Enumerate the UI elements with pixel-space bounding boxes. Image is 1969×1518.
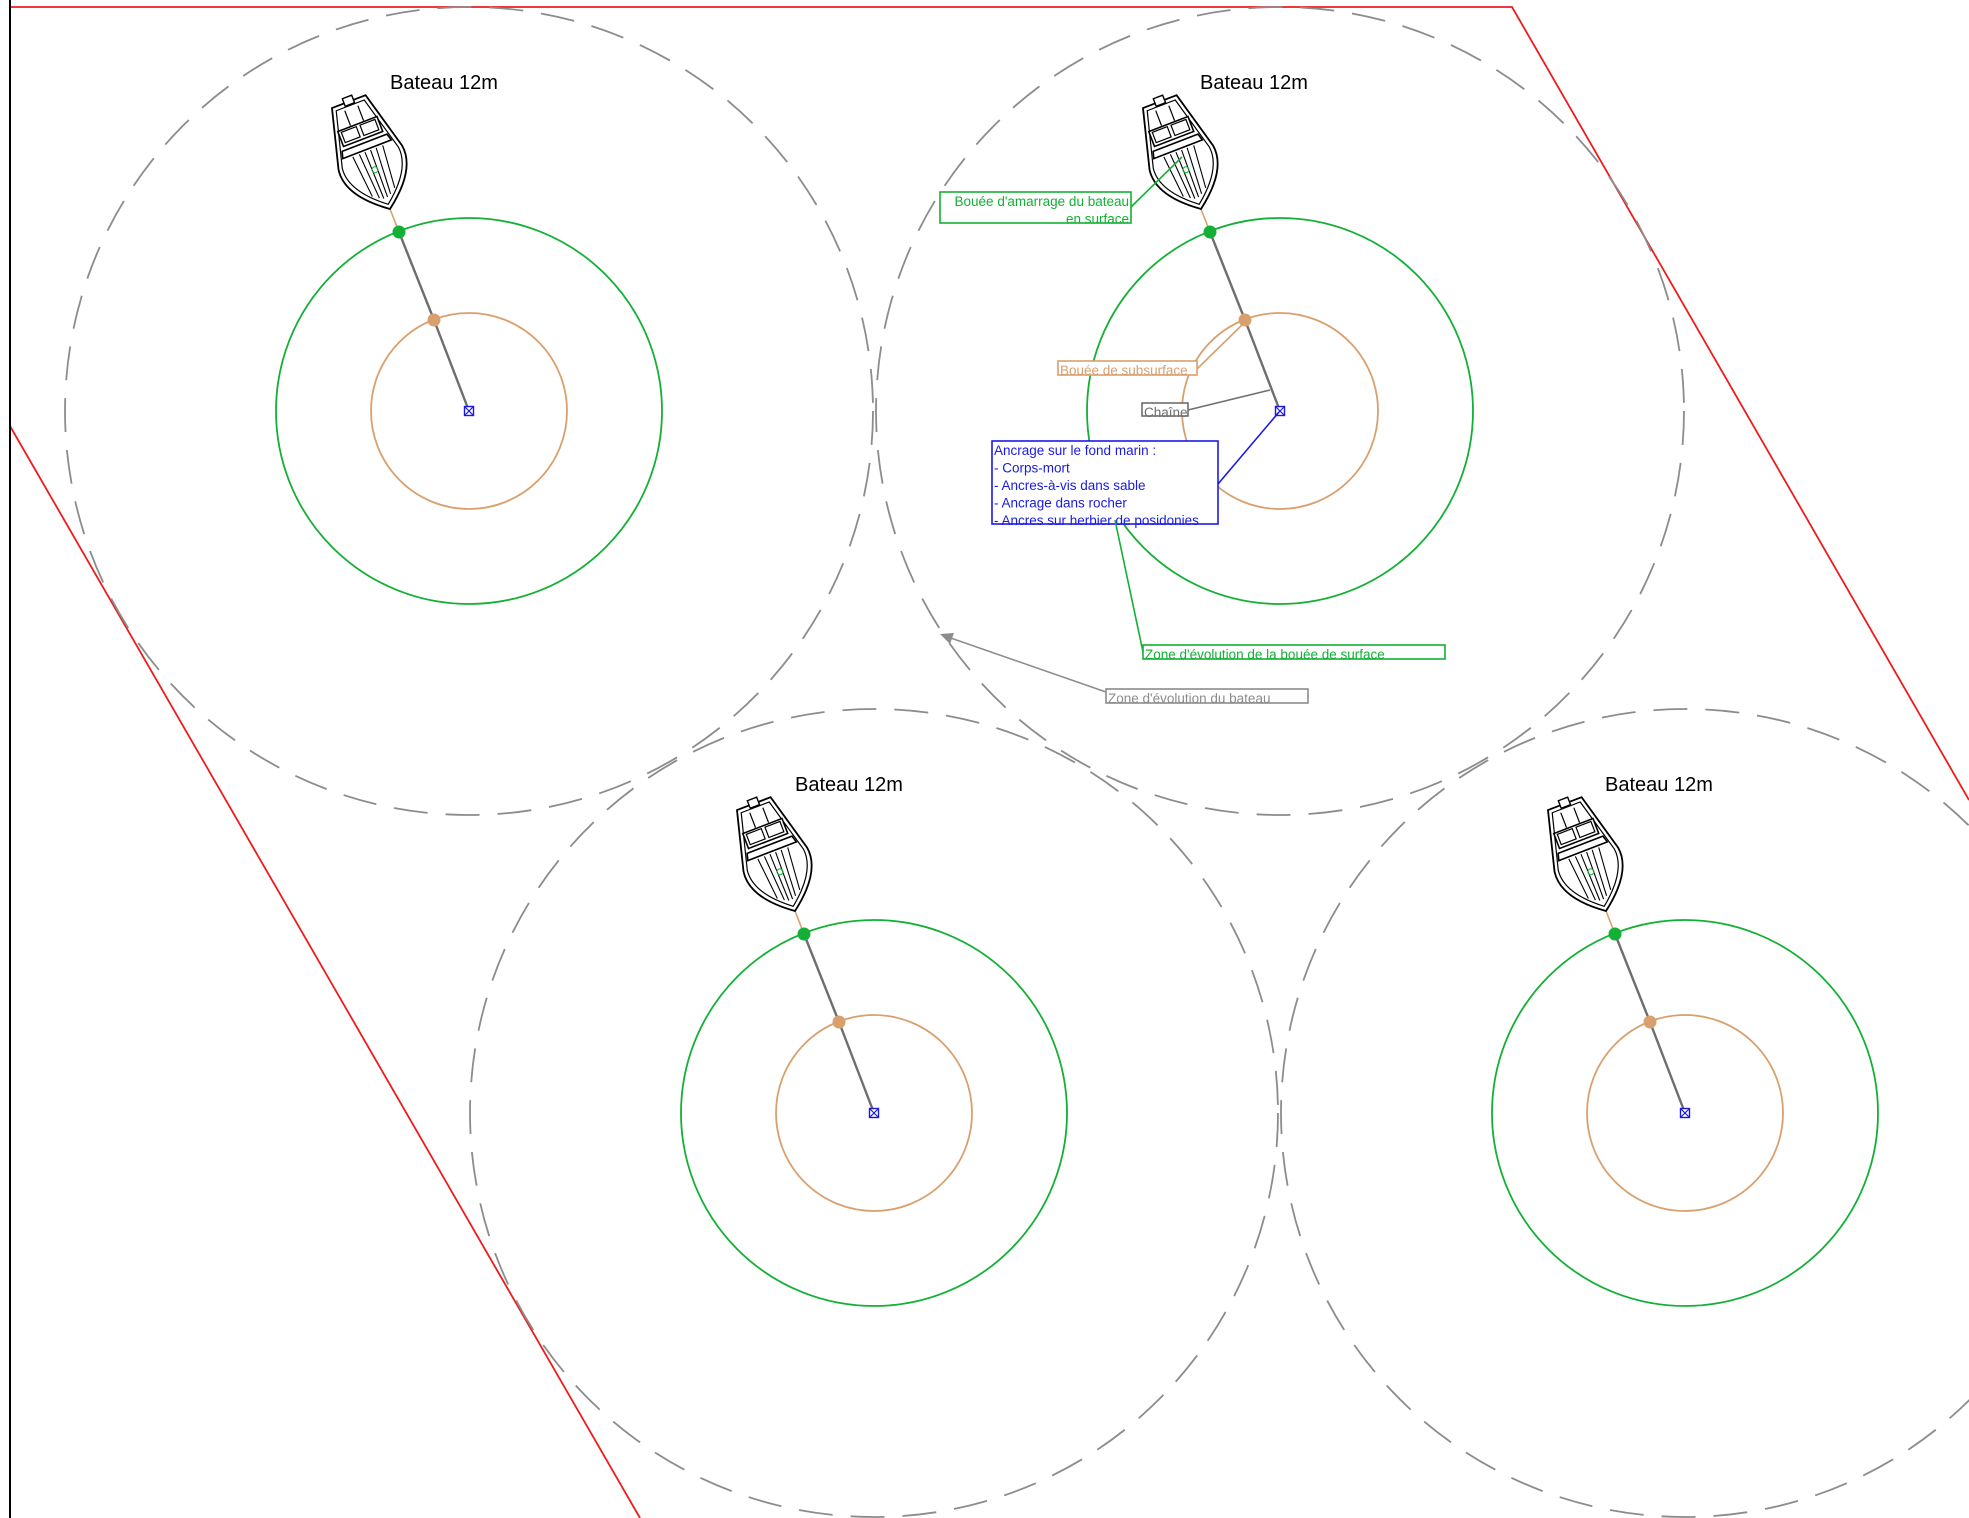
subsurface-buoy-icon — [832, 1015, 846, 1029]
chain-line — [432, 319, 471, 412]
anchoring-callout-text: - Ancres sur herbier de posidonies — [994, 513, 1199, 528]
surface-buoy-icon — [392, 225, 406, 239]
surface-zone-callout: Zone d'évolution de la bouée de surface — [1114, 519, 1446, 662]
chain-line — [1648, 1021, 1687, 1114]
anchoring-callout-text: - Ancres-à-vis dans sable — [994, 478, 1146, 493]
lease-boundary-line — [9, 425, 641, 1518]
anchoring-callout-text: Ancrage sur le fond marin : — [994, 443, 1156, 458]
surface-buoy-icon — [1203, 225, 1217, 239]
surface-buoy-callout-text: en surface — [1066, 212, 1129, 227]
surface-zone-callout-box — [1142, 644, 1446, 660]
chain-line — [1208, 231, 1247, 321]
anchoring-callout-text: - Corps-mort — [994, 461, 1070, 476]
subsurface-buoy-icon — [1238, 313, 1252, 327]
lease-boundary-line — [10, 6, 1969, 801]
anchoring-callout-leader — [1217, 411, 1280, 485]
chain-line — [802, 933, 841, 1023]
chain-callout-leader — [1187, 389, 1271, 411]
anchor-icon-cross — [869, 1108, 879, 1118]
boat-label: Bateau 12m — [795, 774, 903, 796]
boat-zone-callout-leader — [944, 635, 1107, 693]
boat-icon — [313, 83, 423, 223]
boat-label: Bateau 12m — [390, 72, 498, 94]
boat-zone-callout-box — [1105, 688, 1309, 704]
surface-buoy-callout-box — [939, 191, 1132, 224]
surface-buoy-callout: Bouée d'amarrage du bateau en surface — [939, 156, 1183, 227]
surface-buoy-icon — [1608, 927, 1622, 941]
boat-icon — [1529, 785, 1639, 925]
subsurface-buoy-zone-circle — [370, 312, 568, 510]
subsurface-buoy-callout: Bouée de subsurface — [1057, 321, 1246, 378]
boat-icon — [718, 785, 828, 925]
surface-buoy-zone-circle — [1086, 217, 1474, 605]
chain-line — [837, 1021, 876, 1114]
mooring-unit — [1280, 708, 1969, 1518]
subsurface-buoy-zone-circle — [775, 1014, 973, 1212]
subsurface-buoy-callout-text: Bouée de subsurface — [1060, 363, 1188, 378]
surface-zone-callout-text: Zone d'évolution de la bouée de surface — [1145, 647, 1385, 662]
boat-swing-zone-circle — [469, 708, 1279, 1518]
boat-zone-callout-arrowhead — [940, 633, 954, 644]
anchor-icon-cross — [464, 406, 474, 416]
subsurface-buoy-callout-box — [1057, 360, 1198, 376]
mooring-unit — [469, 708, 1279, 1518]
mooring-unit — [64, 6, 874, 816]
boat-swing-zone-circle — [1280, 708, 1969, 1518]
anchor-icon — [868, 1107, 880, 1119]
subsurface-buoy-callout-leader — [1196, 321, 1246, 370]
boat-label: Bateau 12m — [1605, 774, 1713, 796]
surface-buoy-icon — [797, 927, 811, 941]
boat-swing-zone-circle — [64, 6, 874, 816]
anchor-icon-cross — [1680, 1108, 1690, 1118]
surface-buoy-callout-text: Bouée d'amarrage du bateau — [955, 194, 1129, 209]
chain-callout: Chaîne — [1141, 389, 1271, 420]
chain-line — [397, 231, 436, 321]
boat-label: Bateau 12m — [1200, 72, 1308, 94]
anchoring-callout-box — [991, 440, 1219, 525]
surface-buoy-zone-circle — [1491, 919, 1879, 1307]
surface-zone-callout-leader — [1114, 519, 1144, 653]
boat-zone-callout-text: Zone d'évolution du bateau — [1108, 691, 1270, 706]
chain-line — [1613, 933, 1652, 1023]
boat-zone-callout: Zone d'évolution du bateau — [940, 633, 1309, 706]
boat-icon — [1124, 83, 1234, 223]
anchor-icon — [1679, 1107, 1691, 1119]
surface-buoy-zone-circle — [680, 919, 1068, 1307]
surface-buoy-callout-leader — [1130, 156, 1183, 208]
boat-swing-zone-circle — [875, 6, 1685, 816]
anchor-icon — [463, 405, 475, 417]
subsurface-buoy-icon — [427, 313, 441, 327]
chain-callout-text: Chaîne — [1144, 405, 1188, 420]
surface-buoy-zone-circle — [275, 217, 663, 605]
chain-line — [1243, 319, 1282, 412]
subsurface-buoy-icon — [1643, 1015, 1657, 1029]
anchoring-callout: Ancrage sur le fond marin : - Corps-mort -… — [991, 411, 1280, 528]
chain-callout-box — [1141, 402, 1189, 417]
anchoring-callout-text: - Ancrage dans rocher — [994, 496, 1127, 511]
subsurface-buoy-zone-circle — [1586, 1014, 1784, 1212]
